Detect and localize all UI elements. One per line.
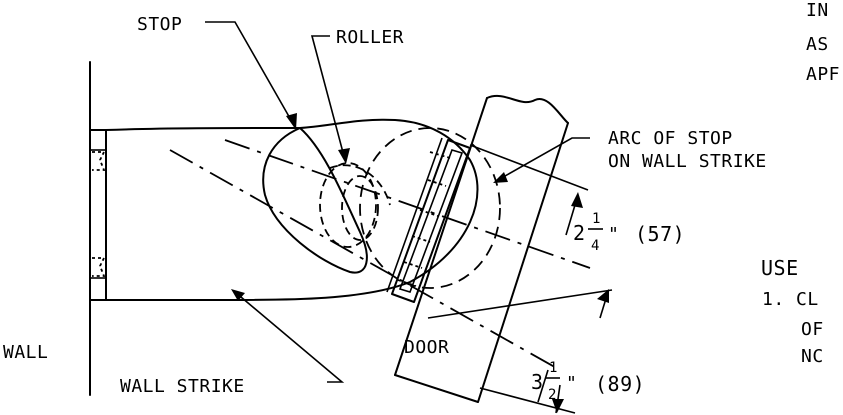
note-line-3: APF [806, 64, 840, 85]
stop-shape [262, 127, 368, 274]
wall-mount-plate [89, 129, 107, 301]
dimension-2: 3 1 2 " (89) [531, 360, 645, 403]
label-wall-strike: WALL STRIKE [120, 376, 245, 397]
door [394, 95, 569, 403]
label-stop: STOP [137, 14, 182, 35]
note-line-1: IN [806, 0, 829, 21]
note-line-2: AS [806, 34, 829, 55]
dim1-den: 4 [591, 238, 599, 254]
dim2-unit: " [566, 373, 577, 394]
roller [319, 162, 391, 248]
dim1-metric: (57) [635, 222, 685, 246]
dim2-arrows [537, 289, 609, 414]
dim2-den: 2 [548, 387, 556, 403]
dim2-num: 1 [549, 360, 557, 376]
dimension-1: 2 1 4 " (57) [573, 211, 685, 254]
door-plate [386, 137, 471, 303]
dim1-whole: 2 [573, 221, 586, 245]
leader-wall-strike [234, 291, 345, 383]
dim1-num: 1 [592, 211, 600, 227]
use-item1-line2: OF [801, 319, 824, 340]
dim1-unit: " [608, 224, 619, 245]
label-arc-line1: ARC OF STOP [608, 128, 733, 149]
dim2-whole: 3 [531, 370, 544, 394]
dim1-arrow [565, 192, 583, 236]
use-item1-line3: NC [801, 346, 824, 367]
use-heading: USE [761, 256, 799, 280]
arc-of-stop [359, 127, 501, 289]
ext-line-2 [427, 289, 613, 319]
leader-stop [205, 21, 296, 128]
centerline-upper [224, 139, 591, 269]
label-door: DOOR [404, 337, 449, 358]
label-arc-line2: ON WALL STRIKE [608, 151, 767, 172]
ext-line-3 [479, 387, 576, 414]
label-roller: ROLLER [336, 27, 404, 48]
dim2-metric: (89) [595, 372, 645, 396]
label-wall: WALL [3, 342, 48, 363]
leader-roller [310, 35, 346, 161]
leader-arc [497, 137, 590, 181]
use-item1-line1: 1. CL [762, 289, 819, 310]
centerline-lower [169, 149, 561, 371]
ext-line-1 [469, 144, 589, 191]
